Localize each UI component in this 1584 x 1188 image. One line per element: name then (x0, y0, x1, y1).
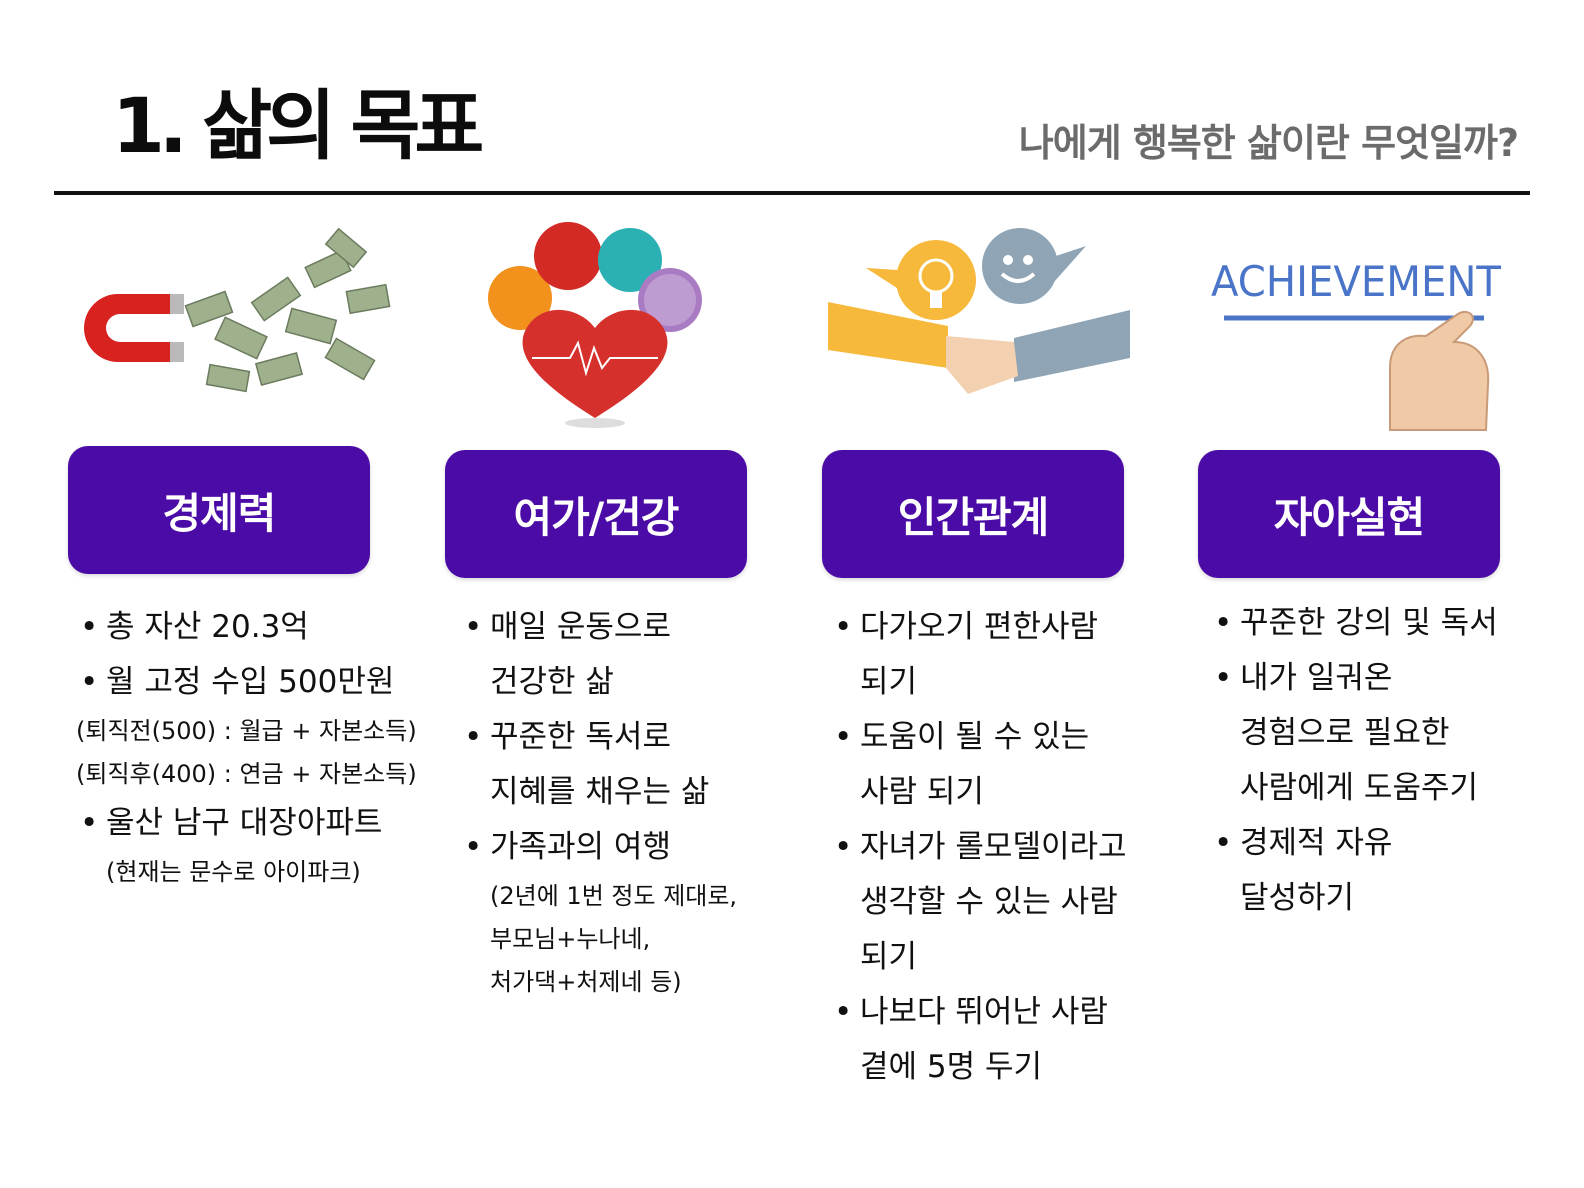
list-item-continued: 되기 (860, 664, 918, 700)
achievement-illustration: ACHIEVEMENT (1206, 218, 1506, 438)
page-title: 1. 삶의 목표 (112, 81, 484, 170)
list-item-continued: 사람에게 도움주기 (1240, 770, 1479, 806)
list-item-continued: 달성하기 (1240, 880, 1355, 916)
economy-list: •총 자산 20.3억 •월 고정 수입 500만원 (퇴직전(500) : 월… (72, 600, 417, 894)
achievement-image-text: ACHIEVEMENT (1211, 257, 1501, 306)
list-item: •다가오기 편한사람 (834, 609, 1099, 645)
list-item: •꾸준한 강의 및 독서 (1214, 605, 1498, 641)
category-economy: 경제력 (68, 446, 370, 574)
money-magnet-illustration (58, 218, 398, 438)
category-leisure-health: 여가/건강 (445, 450, 747, 578)
list-item-continued: 되기 (860, 939, 918, 975)
list-item: •나보다 뛰어난 사람 (834, 994, 1108, 1030)
list-item: •도움이 될 수 있는 (834, 719, 1090, 755)
list-item-continued: 생각할 수 있는 사람 (860, 884, 1118, 920)
page-subtitle: 나에게 행복한 삶이란 무엇일까? (1018, 121, 1519, 165)
list-item-continued: 건강한 삶 (490, 664, 614, 700)
leisure-health-list: •매일 운동으로 건강한 삶 •꾸준한 독서로 지혜를 채우는 삶 •가족과의 … (456, 600, 737, 1004)
list-item: •총 자산 20.3억 (80, 609, 309, 645)
list-item: •자녀가 롤모델이라고 (834, 829, 1127, 865)
list-item: •월 고정 수입 500만원 (80, 664, 395, 700)
list-item: •경제적 자유 (1214, 825, 1393, 861)
list-note: 부모님+누나네, (490, 925, 651, 953)
list-note: (퇴직후(400) : 연금 + 자본소득) (76, 760, 417, 788)
self-realization-list: •꾸준한 강의 및 독서 •내가 일궈온 경험으로 필요한 사람에게 도움주기 … (1206, 596, 1498, 926)
list-item: •울산 남구 대장아파트 (80, 805, 383, 841)
category-self-realization: 자아실현 (1198, 450, 1500, 578)
list-item-continued: 사람 되기 (860, 774, 984, 810)
list-item-continued: 경험으로 필요한 (1240, 715, 1450, 751)
list-item: •가족과의 여행 (464, 829, 671, 865)
list-item-continued: 곁에 5명 두기 (860, 1049, 1043, 1085)
list-item-continued: 지혜를 채우는 삶 (490, 774, 710, 810)
relationships-list: •다가오기 편한사람 되기 •도움이 될 수 있는 사람 되기 •자녀가 롤모델… (826, 600, 1127, 1095)
list-note: (2년에 1번 정도 제대로, (490, 882, 738, 910)
list-note: (현재는 문수로 아이파크) (106, 858, 361, 886)
title-divider (54, 191, 1530, 195)
list-item: •꾸준한 독서로 (464, 719, 671, 755)
health-heart-illustration (470, 218, 720, 438)
list-note: 처가댁+처제네 등) (490, 968, 682, 996)
handshake-illustration (828, 218, 1130, 438)
category-relationships: 인간관계 (822, 450, 1124, 578)
list-item: •내가 일궈온 (1214, 660, 1393, 696)
list-item: •매일 운동으로 (464, 609, 671, 645)
list-note: (퇴직전(500) : 월급 + 자본소득) (76, 717, 417, 745)
